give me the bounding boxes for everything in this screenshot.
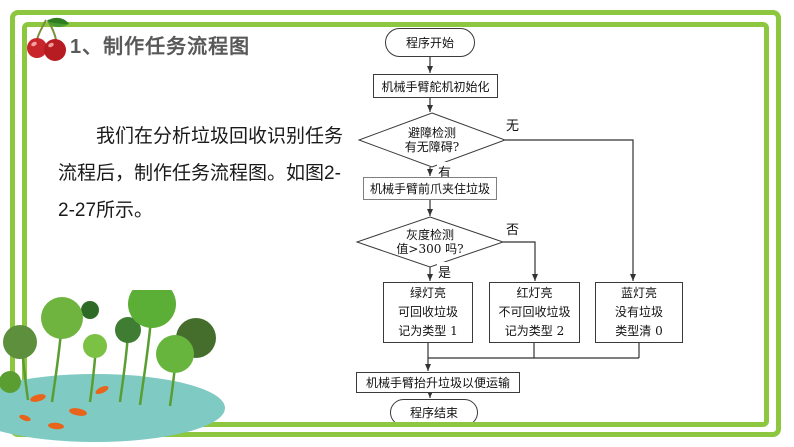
green-box-line1: 绿灯亮 [409, 286, 446, 300]
green-box-line2: 可回收垃圾 [397, 305, 458, 319]
blue-box-line3: 类型清 0 [615, 324, 663, 338]
edge-label-fou: 否 [505, 219, 521, 238]
decision-obstacle-shape [357, 112, 507, 168]
flow-grab-process: 机械手臂前爪夹住垃圾 [363, 177, 497, 200]
decision2-line1: 灰度检测 [405, 228, 454, 242]
red-box-line1: 红灯亮 [516, 286, 553, 300]
cherry-icon [27, 17, 69, 61]
flow-init-process: 机械手臂舵机初始化 [373, 74, 498, 98]
blue-box-line1: 蓝灯亮 [620, 286, 657, 300]
green-box-line3: 记为类型 1 [398, 324, 458, 338]
flow-blue-light-box: 蓝灯亮 没有垃圾 类型清 0 [595, 282, 683, 343]
flow-start-terminator: 程序开始 [385, 28, 475, 57]
decision-gray-value-shape [355, 216, 505, 268]
red-box-line3: 记为类型 2 [504, 324, 565, 338]
body-paragraph: 我们在分析垃圾回收识别任务流程后，制作任务流程图。如图2-2-27所示。 [58, 126, 344, 221]
edge-label-no-obstacle: 无 [505, 115, 521, 134]
flow-decision-obstacle-label: 避障检测 有无障碍? [367, 126, 497, 154]
blue-box-line2: 没有垃圾 [614, 305, 663, 319]
flow-lift-process: 机械手臂抬升垃圾以便运输 [356, 372, 520, 393]
decision1-line1: 避障检测 [407, 126, 456, 140]
red-box-line2: 不可回收垃圾 [498, 305, 571, 319]
flow-end-terminator: 程序结束 [390, 399, 478, 426]
decision2-line2: 值>300 吗? [396, 242, 464, 256]
flow-green-light-box: 绿灯亮 可回收垃圾 记为类型 1 [383, 282, 473, 343]
flow-red-light-box: 红灯亮 不可回收垃圾 记为类型 2 [489, 282, 580, 343]
flow-decision-gray-label: 灰度检测 值>300 吗? [365, 228, 495, 256]
slide-title: 1、制作任务流程图 [70, 36, 251, 58]
edge-label-shi: 是 [437, 262, 453, 281]
decision1-line2: 有无障碍? [404, 140, 460, 154]
